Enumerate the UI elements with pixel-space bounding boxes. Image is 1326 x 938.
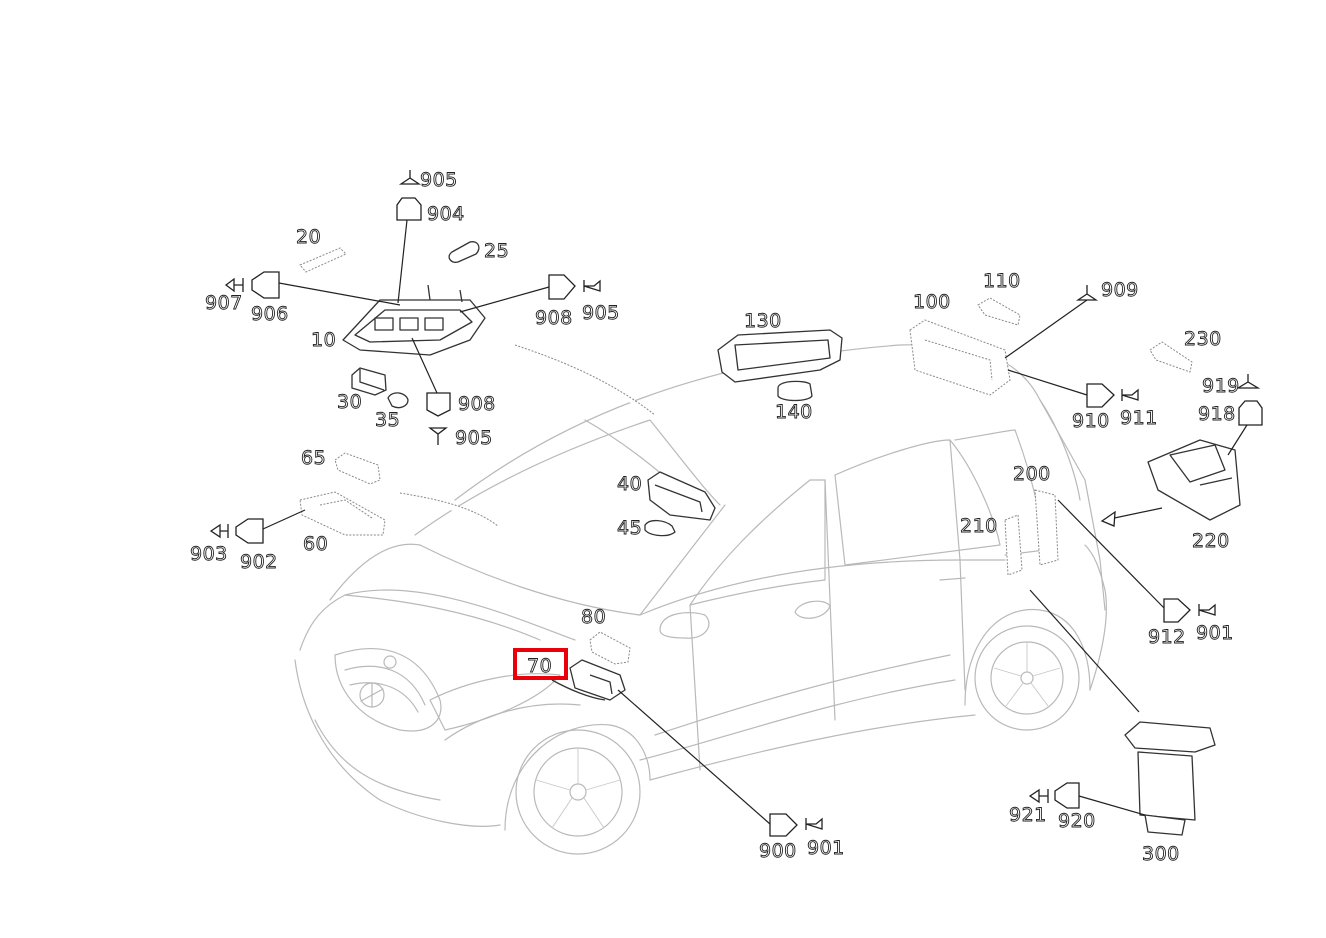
label-20: 20: [296, 226, 321, 248]
label-905-bottom: 905: [455, 427, 493, 449]
part-60-lamp: [299, 491, 386, 536]
label-70: 70: [527, 655, 552, 677]
part-300-fuel-lamp: [1124, 721, 1216, 836]
part-45-bulb: [644, 519, 676, 537]
label-10: 10: [311, 329, 336, 351]
part-100-rear-lamp: [909, 319, 1011, 396]
label-900: 900: [759, 840, 797, 862]
label-300: 300: [1142, 843, 1180, 865]
label-905-right: 905: [582, 302, 620, 324]
highlight-box-70[interactable]: [513, 648, 568, 680]
label-901-right: 901: [1196, 622, 1234, 644]
label-903: 903: [190, 543, 228, 565]
part-30-switch: [351, 367, 387, 396]
label-907: 907: [205, 292, 243, 314]
label-908-right: 908: [535, 307, 573, 329]
part-200-lamp: [1034, 489, 1059, 566]
arrow-head: [1100, 510, 1116, 527]
label-30: 30: [337, 391, 362, 413]
label-904: 904: [427, 203, 465, 225]
label-35: 35: [375, 409, 400, 431]
label-140: 140: [775, 401, 813, 423]
label-908-bottom: 908: [458, 393, 496, 415]
part-80-indicator: [589, 631, 631, 665]
label-65: 65: [301, 447, 326, 469]
label-921: 921: [1009, 804, 1047, 826]
label-45: 45: [617, 517, 642, 539]
label-110: 110: [983, 270, 1021, 292]
part-70-side-marker: [551, 659, 626, 701]
label-912: 912: [1148, 626, 1186, 648]
connector-symbols: [209, 170, 1263, 837]
label-220: 220: [1192, 530, 1230, 552]
label-901-bottom: 901: [807, 837, 845, 859]
part-labels: 905 904 20 25 907 906 908 905 10 30 35 9…: [190, 169, 1240, 866]
part-20-bulb: [299, 247, 347, 273]
part-210-lens: [1004, 514, 1023, 576]
part-65-lens: [334, 452, 381, 485]
roof-light-strip: [514, 344, 656, 416]
leader-lines: [262, 219, 1248, 825]
label-230: 230: [1184, 328, 1222, 350]
part-35-bulb: [387, 392, 409, 409]
label-210: 210: [960, 515, 998, 537]
label-60: 60: [303, 533, 328, 555]
part-40-reading-lamp: [647, 471, 716, 521]
label-905-top: 905: [420, 169, 458, 191]
label-910: 910: [1072, 410, 1110, 432]
part-25-bulb: [448, 241, 480, 263]
part-230-bulb: [1149, 341, 1193, 373]
label-918: 918: [1198, 403, 1236, 425]
part-140-bulb: [777, 380, 813, 402]
label-906: 906: [251, 303, 289, 325]
label-25: 25: [484, 240, 509, 262]
car-outline: [294, 344, 1107, 855]
label-902: 902: [240, 551, 278, 573]
label-40: 40: [617, 473, 642, 495]
label-130: 130: [744, 310, 782, 332]
label-920: 920: [1058, 810, 1096, 832]
label-919: 919: [1202, 375, 1240, 397]
part-130-dome-lamp: [717, 329, 843, 383]
part-10-overhead-panel: [342, 284, 486, 356]
label-80: 80: [581, 606, 606, 628]
label-200: 200: [1013, 463, 1051, 485]
part-110-bulb: [977, 297, 1021, 326]
label-911: 911: [1120, 407, 1158, 429]
windshield-light-strip: [399, 492, 499, 527]
label-909: 909: [1101, 279, 1139, 301]
label-100: 100: [913, 291, 951, 313]
part-220-trunk-lamp: [1147, 439, 1241, 521]
